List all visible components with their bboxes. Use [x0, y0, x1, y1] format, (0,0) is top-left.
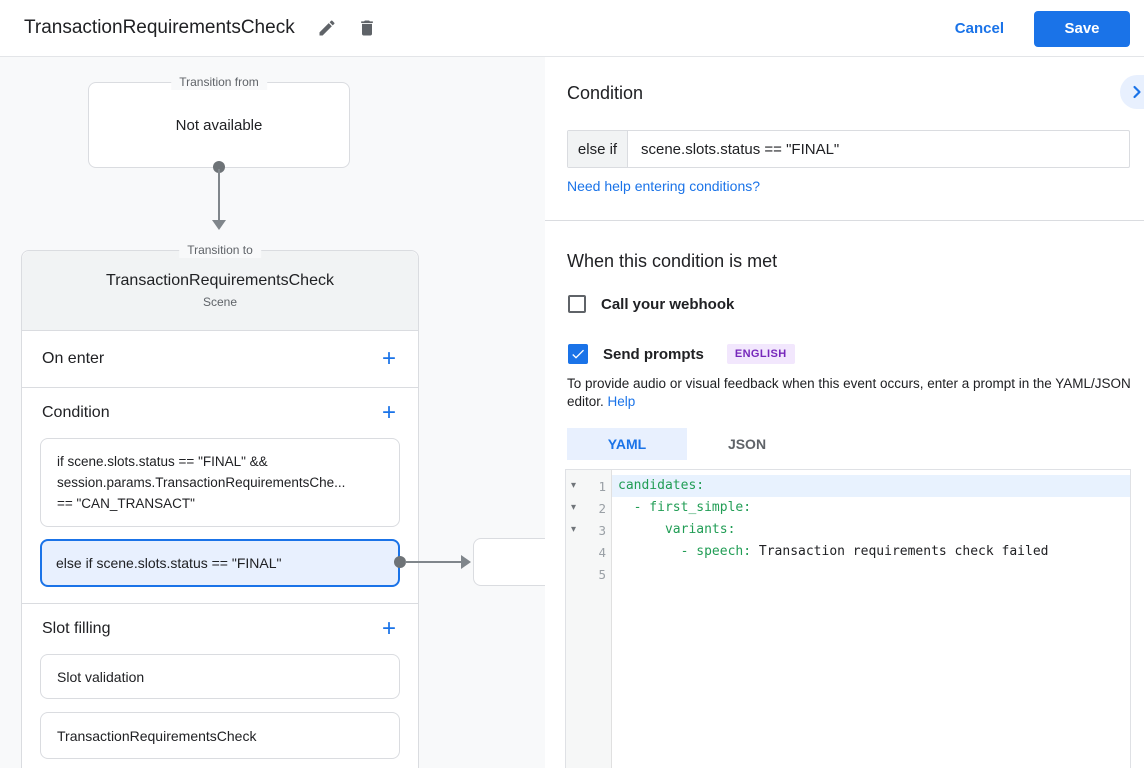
gutter-row: ▾ 1: [566, 475, 611, 497]
yaml-value: Transaction requirements check failed: [751, 544, 1049, 559]
yaml-key: candidates:: [618, 478, 705, 493]
transition-target-box[interactable]: [473, 538, 545, 586]
gutter-row: ▾ 3: [566, 519, 611, 541]
transition-from-text: Not available: [175, 116, 263, 134]
edit-scene-button[interactable]: [315, 16, 339, 40]
condition-detail-panel: Condition else if scene.slots.status == …: [545, 57, 1144, 768]
code-line: [612, 563, 1130, 585]
tab-json[interactable]: JSON: [687, 428, 807, 460]
arrow-down-icon: [212, 220, 226, 230]
header-bar: TransactionRequirementsCheck Cancel Save: [0, 0, 1144, 57]
webhook-checkbox[interactable]: [568, 295, 586, 313]
fold-arrow-icon[interactable]: ▾: [570, 524, 577, 535]
gutter-row: 5: [566, 563, 611, 585]
description-text: To provide audio or visual feedback when…: [567, 376, 1131, 409]
yaml-key: variants:: [618, 522, 736, 537]
transition-from-box: Transition from Not available: [88, 75, 350, 168]
prompts-description: To provide audio or visual feedback when…: [567, 375, 1133, 411]
slot-filling-section: Slot filling + Slot validation Transacti…: [22, 604, 418, 759]
condition-line: == "CAN_TRANSACT": [57, 496, 195, 511]
webhook-label: Call your webhook: [601, 295, 735, 313]
fold-arrow-icon[interactable]: ▾: [570, 480, 577, 491]
fold-arrow-icon[interactable]: ▾: [570, 502, 577, 513]
slot-item[interactable]: TransactionRequirementsCheck: [40, 712, 400, 759]
slot-item[interactable]: Slot validation: [40, 654, 400, 699]
condition-item[interactable]: if scene.slots.status == "FINAL" && sess…: [40, 438, 400, 527]
section-divider: [545, 220, 1144, 221]
arrow-right-icon: [461, 555, 471, 569]
editor-code-area[interactable]: candidates: - first_simple: variants: - …: [612, 470, 1130, 768]
connector-dot: [213, 161, 225, 173]
condition-item-selected[interactable]: else if scene.slots.status == "FINAL": [40, 539, 400, 587]
chevron-right-icon: [1133, 85, 1141, 99]
line-number: 1: [598, 478, 606, 494]
send-prompts-row[interactable]: Send prompts ENGLISH: [568, 344, 795, 364]
condition-prefix-label: else if: [568, 131, 628, 167]
pencil-icon: [319, 20, 335, 36]
gutter-row: 4: [566, 541, 611, 563]
condition-section-head: Condition +: [22, 388, 418, 438]
condition-expression-input[interactable]: scene.slots.status == "FINAL": [641, 140, 840, 158]
condition-input-row: else if scene.slots.status == "FINAL": [567, 130, 1130, 168]
transition-to-legend: Transition to: [179, 243, 261, 258]
diagram-canvas: Transition from Not available Transition…: [0, 57, 545, 768]
save-button[interactable]: Save: [1034, 10, 1130, 47]
line-number: 5: [598, 566, 606, 582]
line-number: 2: [598, 500, 606, 516]
send-prompts-checkbox[interactable]: [568, 344, 588, 364]
code-line: - speech: Transaction requirements check…: [612, 541, 1130, 563]
line-number: 4: [598, 544, 606, 560]
code-editor[interactable]: ▾ 1 ▾ 2 ▾ 3 4 5: [565, 469, 1131, 768]
on-enter-label: On enter: [42, 350, 105, 367]
condition-line: session.params.TransactionRequirementsCh…: [57, 475, 346, 490]
code-line: - first_simple:: [612, 497, 1130, 519]
connector-dot: [394, 556, 406, 568]
scene-type-label: Scene: [202, 295, 238, 309]
condition-section: Condition + if scene.slots.status == "FI…: [22, 388, 418, 604]
delete-scene-button[interactable]: [355, 16, 379, 40]
scene-node-card: Transition to TransactionRequirementsChe…: [21, 243, 419, 768]
checkmark-icon: [572, 349, 584, 359]
help-link[interactable]: Help: [607, 394, 636, 409]
on-enter-row: On enter +: [22, 331, 418, 388]
gutter-row: ▾ 2: [566, 497, 611, 519]
panel-title: Condition: [567, 83, 644, 103]
editor-gutter: ▾ 1 ▾ 2 ▾ 3 4 5: [566, 470, 612, 768]
yaml-key: - first_simple:: [618, 500, 752, 515]
language-badge: ENGLISH: [726, 344, 795, 364]
code-line: variants:: [612, 519, 1130, 541]
add-condition-button[interactable]: +: [381, 399, 396, 426]
add-slot-button[interactable]: +: [381, 615, 396, 642]
scene-card-header[interactable]: TransactionRequirementsCheck Scene: [22, 251, 418, 331]
conditions-help-link[interactable]: Need help entering conditions?: [567, 178, 761, 194]
slot-filling-label: Slot filling: [42, 620, 111, 637]
condition-line: if scene.slots.status == "FINAL" &&: [57, 454, 268, 469]
yaml-key: - speech:: [618, 544, 752, 559]
collapse-panel-button[interactable]: [1120, 75, 1144, 109]
page-title: TransactionRequirementsCheck: [24, 17, 295, 38]
tab-yaml[interactable]: YAML: [567, 428, 687, 460]
slot-filling-head: Slot filling +: [22, 604, 418, 654]
call-webhook-row[interactable]: Call your webhook: [568, 295, 734, 313]
connector-line: [218, 169, 220, 220]
line-number: 3: [598, 522, 606, 538]
header-actions: Cancel Save: [955, 0, 1130, 57]
cancel-button[interactable]: Cancel: [954, 20, 1004, 37]
code-line: candidates:: [612, 475, 1130, 497]
when-condition-met-title: When this condition is met: [567, 251, 778, 271]
condition-label: Condition: [42, 404, 110, 421]
connector-line: [405, 561, 462, 563]
trash-icon: [360, 20, 373, 36]
add-on-enter-button[interactable]: +: [381, 345, 396, 372]
send-prompts-label: Send prompts: [603, 345, 704, 363]
editor-tabs: YAML JSON: [567, 428, 807, 460]
transition-from-legend: Transition from: [171, 75, 267, 90]
scene-title: TransactionRequirementsCheck: [106, 272, 334, 289]
